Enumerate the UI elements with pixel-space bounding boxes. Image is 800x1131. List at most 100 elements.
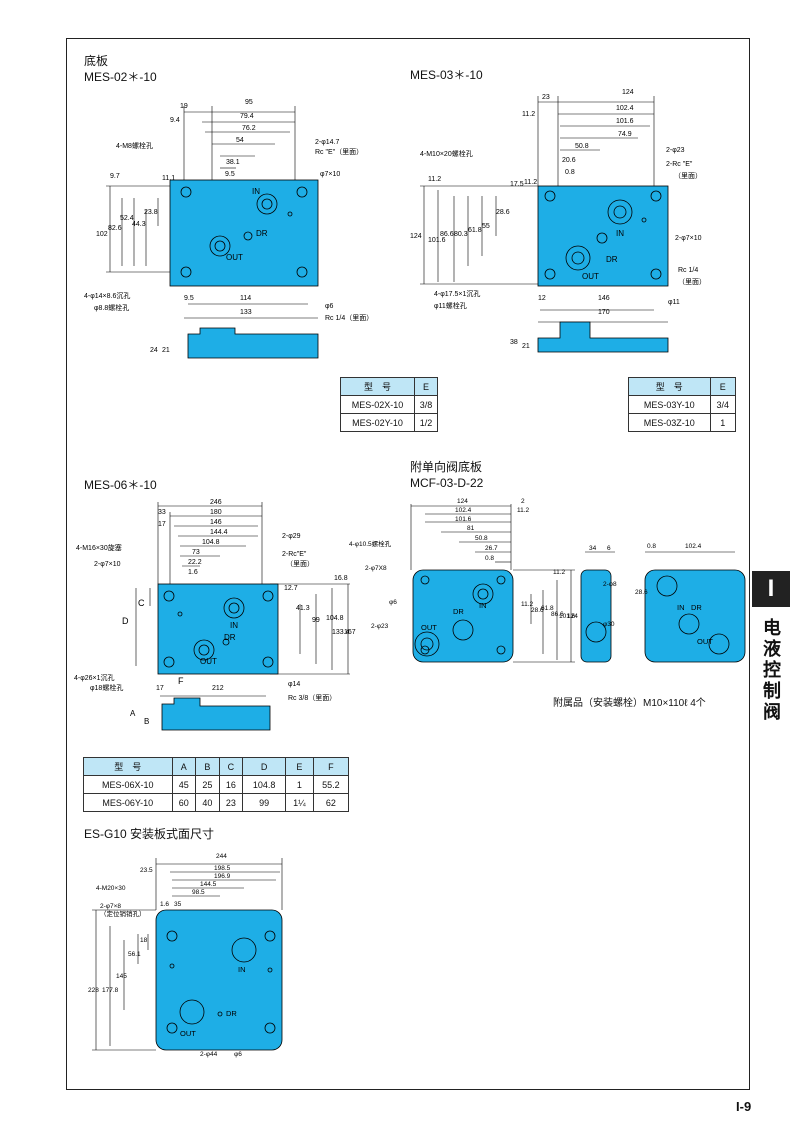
table-cell: 40 bbox=[195, 793, 220, 812]
dimension-label: （里面） bbox=[674, 172, 702, 180]
port-hole bbox=[264, 1022, 276, 1034]
dimension-label: IN bbox=[252, 187, 260, 196]
dimension-label: 44.3 bbox=[132, 221, 146, 228]
dimension-label: 102.4 bbox=[616, 105, 634, 112]
dimension-label: 23 bbox=[542, 94, 550, 101]
port-hole bbox=[179, 999, 205, 1025]
port-hole bbox=[496, 645, 506, 655]
table-cell: 3/4 bbox=[709, 395, 737, 414]
esg10-heading: ES-G10 安装板式面尺寸 bbox=[84, 827, 215, 841]
dimension-label: 212 bbox=[212, 685, 224, 692]
dimension-label: 21 bbox=[162, 347, 170, 354]
dimension-label: （定位销销孔） bbox=[100, 909, 146, 918]
dimension-label: 79.4 bbox=[240, 113, 254, 120]
dimension-label: 61.8 bbox=[468, 227, 482, 234]
dimension-label: 86.6 bbox=[551, 611, 564, 618]
dimension-label: 2-φ7X8 bbox=[365, 565, 387, 572]
dimension-label: 22.2 bbox=[188, 559, 202, 566]
page-frame bbox=[66, 38, 750, 1090]
dimension-label: 2-φ23 bbox=[666, 147, 685, 154]
dimension-label: Rc 1/4（里面） bbox=[325, 314, 370, 322]
port-hole bbox=[496, 575, 506, 585]
table-cell: 3/8 bbox=[414, 395, 438, 414]
port-hole bbox=[472, 583, 494, 605]
dimension-label: φ18螺栓孔 bbox=[90, 683, 123, 692]
dimension-label: DR bbox=[691, 603, 702, 612]
port-hole bbox=[678, 613, 700, 635]
dimension-label: 52.4 bbox=[120, 215, 134, 222]
table-cell: 1¼ bbox=[285, 793, 314, 812]
dimension-label: 11.2 bbox=[553, 569, 566, 576]
dimension-label: 99 bbox=[312, 617, 320, 624]
dimension-label: 196.9 bbox=[214, 873, 231, 880]
table-cell: MES-03Z-10 bbox=[628, 413, 711, 432]
dimension-label: 50.8 bbox=[575, 143, 589, 150]
table-cell: 1 bbox=[709, 413, 737, 432]
table-header-cell: C bbox=[218, 757, 244, 776]
table-cell: MES-06X-10 bbox=[83, 775, 173, 794]
dimension-label: 246 bbox=[210, 499, 222, 506]
port-hole bbox=[180, 266, 192, 278]
dimension-label: 61.8 bbox=[541, 605, 554, 612]
port-hole bbox=[544, 268, 556, 280]
dimension-label: 98.5 bbox=[192, 889, 205, 896]
dimension-label: 28.6 bbox=[635, 589, 648, 596]
dimension-label: 38.1 bbox=[226, 159, 240, 166]
dimension-label: 21 bbox=[522, 343, 530, 350]
dimension-label: 1.6 bbox=[160, 901, 169, 908]
dimension-label: 54 bbox=[236, 137, 244, 144]
dimension-label: 81 bbox=[467, 525, 475, 532]
dimension-label: 0.8 bbox=[565, 169, 575, 176]
dimension-label: 12 bbox=[538, 295, 546, 302]
table-cell: 25 bbox=[195, 775, 220, 794]
mes03-side-view bbox=[537, 321, 669, 353]
dimension-label: OUT bbox=[200, 657, 217, 666]
table-cell: 99 bbox=[242, 793, 287, 812]
dimension-label: 101.6 bbox=[616, 118, 634, 125]
dimension-label: 198.5 bbox=[214, 865, 231, 872]
port-hole bbox=[177, 611, 183, 617]
dimension-label: OUT bbox=[421, 623, 437, 632]
dimension-label: 18 bbox=[140, 937, 148, 944]
dimension-label: 4-M8螺栓孔 bbox=[116, 141, 153, 150]
dimension-label: 2-φ7×10 bbox=[94, 561, 121, 568]
dimension-label: IN bbox=[238, 965, 246, 974]
port-hole bbox=[420, 575, 430, 585]
table-header-cell: E bbox=[709, 377, 737, 396]
dimension-label: 0.8 bbox=[647, 543, 656, 550]
dimension-label: DR bbox=[224, 633, 236, 642]
dimension-label: 17 bbox=[156, 685, 164, 692]
table-header-cell: A bbox=[171, 757, 197, 776]
mcf-heading: 附单向阀底板 bbox=[410, 460, 483, 474]
port-hole bbox=[262, 590, 274, 602]
port-hole bbox=[287, 211, 293, 217]
dimension-label: DR bbox=[606, 255, 618, 264]
dimension-label: φ30 bbox=[603, 621, 615, 628]
table-cell: MES-03Y-10 bbox=[628, 395, 711, 414]
port-hole bbox=[256, 193, 278, 215]
dimension-label: 11.1 bbox=[162, 175, 175, 182]
port-hole bbox=[169, 963, 175, 969]
dimension-label: 2-Rc "E" bbox=[666, 161, 693, 168]
table-cell: MES-02X-10 bbox=[339, 395, 416, 414]
dimension-label: 124 bbox=[457, 498, 468, 505]
port-hole bbox=[267, 967, 273, 973]
mes03-plate bbox=[537, 185, 669, 287]
port-hole bbox=[641, 217, 647, 223]
dimension-label: 0.8 bbox=[485, 555, 494, 562]
table-header-cell: 型 号 bbox=[628, 377, 711, 396]
port-hole bbox=[166, 1022, 178, 1034]
dimension-label: 4-φ10.5螺栓孔 bbox=[349, 539, 392, 548]
port-hole bbox=[163, 590, 175, 602]
dimension-label: φ11 bbox=[668, 299, 680, 306]
port-hole bbox=[296, 266, 308, 278]
dimension-label: DR bbox=[226, 1009, 237, 1018]
mes02-heading: 底板 bbox=[84, 54, 109, 68]
dimension-label: 133 bbox=[240, 309, 252, 316]
port-hole bbox=[193, 639, 215, 661]
dimension-label: 34 bbox=[589, 545, 597, 552]
section-tab: I bbox=[752, 571, 790, 607]
table-cell: 104.8 bbox=[242, 775, 287, 794]
dimension-label: 23.8 bbox=[144, 209, 158, 216]
